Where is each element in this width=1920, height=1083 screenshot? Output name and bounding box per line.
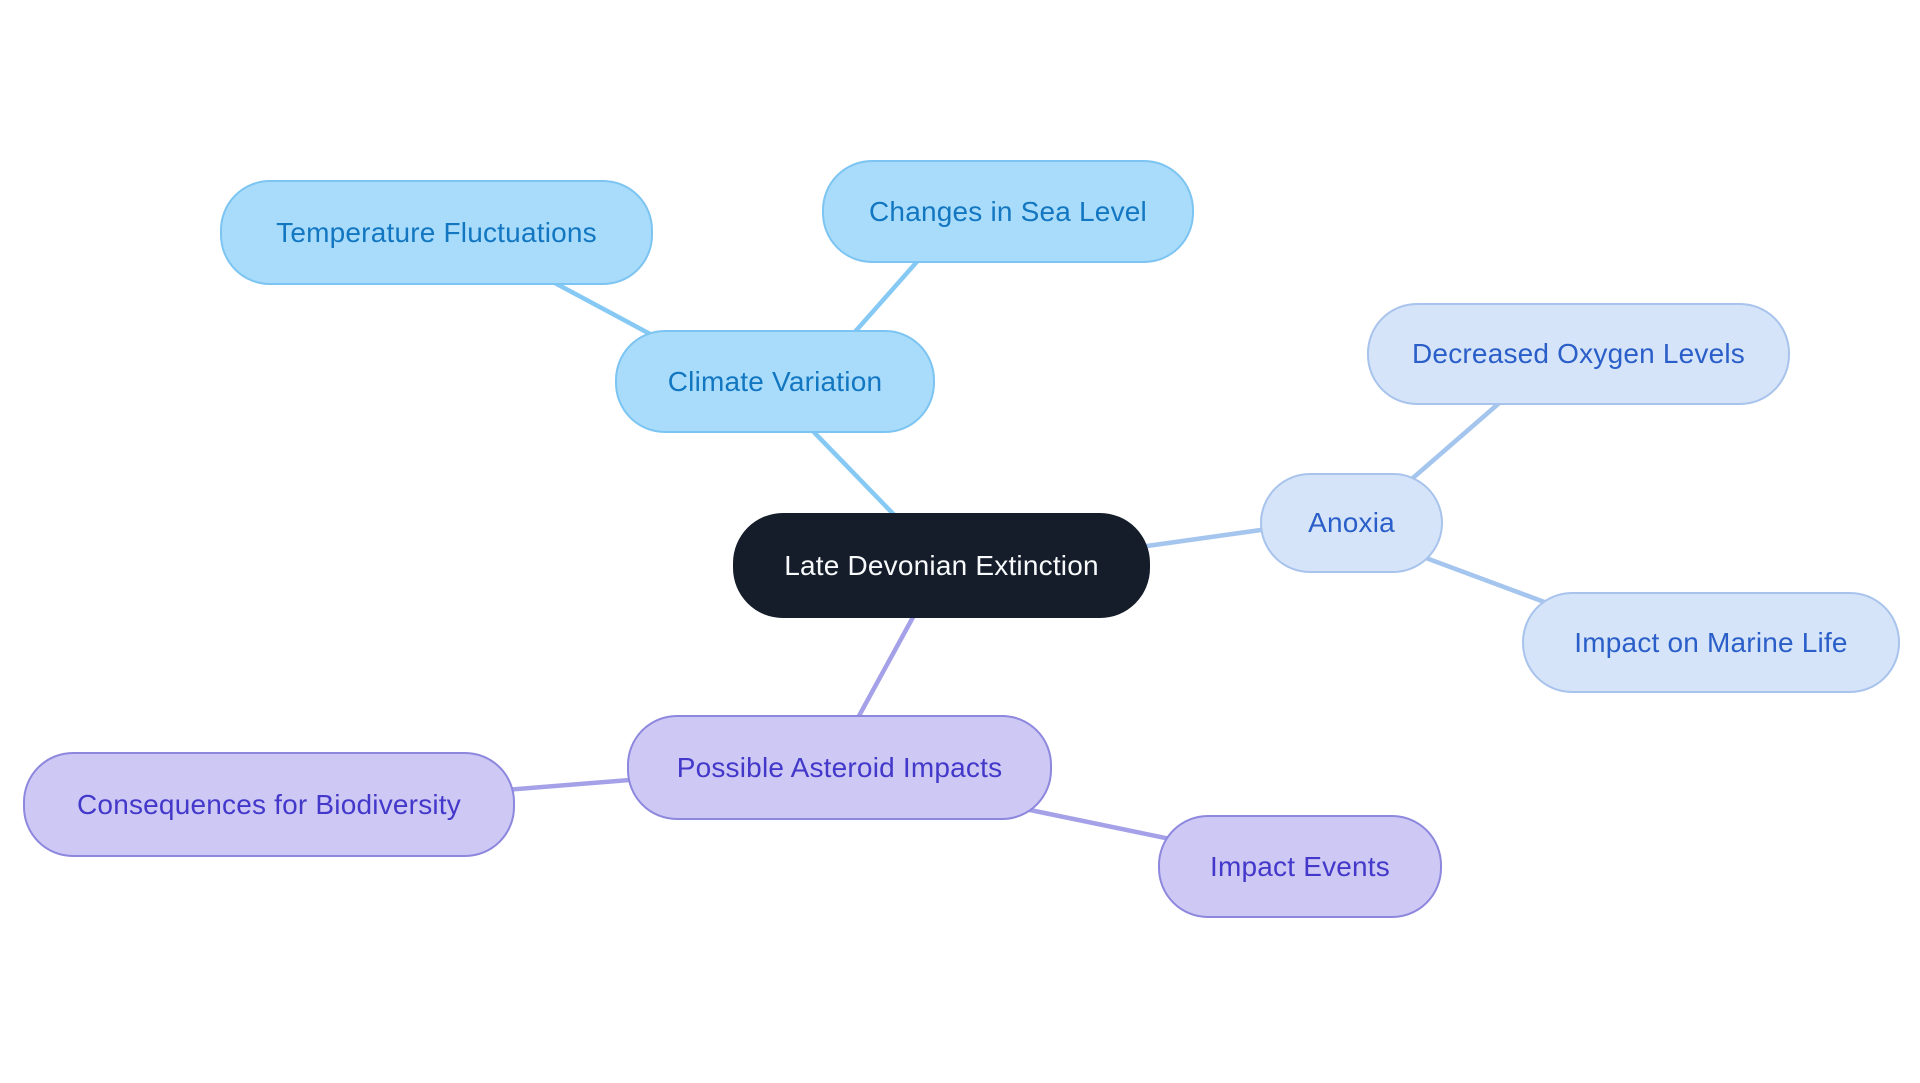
edge-temperature-fluctuations-climate-variation (537, 272, 668, 345)
node-decreased-oxygen-levels[interactable]: Decreased Oxygen Levels (1367, 303, 1790, 405)
node-climate-variation[interactable]: Climate Variation (615, 330, 935, 433)
node-changes-in-sea-level[interactable]: Changes in Sea Level (822, 160, 1194, 263)
node-possible-asteroid-impacts[interactable]: Possible Asteroid Impacts (627, 715, 1052, 820)
edge-center-possible-asteroid-impacts (851, 605, 921, 728)
edge-climate-variation-center (805, 423, 906, 527)
node-anoxia[interactable]: Anoxia (1260, 473, 1443, 573)
edge-center-anoxia (1137, 525, 1278, 550)
edge-changes-in-sea-level-climate-variation (843, 253, 925, 345)
node-impact-events[interactable]: Impact Events (1158, 815, 1442, 918)
node-impact-on-marine-life[interactable]: Impact on Marine Life (1522, 592, 1900, 693)
node-temperature-fluctuations[interactable]: Temperature Fluctuations (220, 180, 653, 285)
node-consequences-for-biodiversity[interactable]: Consequences for Biodiversity (23, 752, 515, 857)
node-late-devonian-extinction[interactable]: Late Devonian Extinction (733, 513, 1150, 618)
edge-anoxia-decreased-oxygen-levels (1403, 395, 1508, 487)
edge-possible-asteroid-impacts-impact-events (1027, 807, 1178, 843)
edge-consequences-for-biodiversity-possible-asteroid-impacts (502, 776, 645, 793)
